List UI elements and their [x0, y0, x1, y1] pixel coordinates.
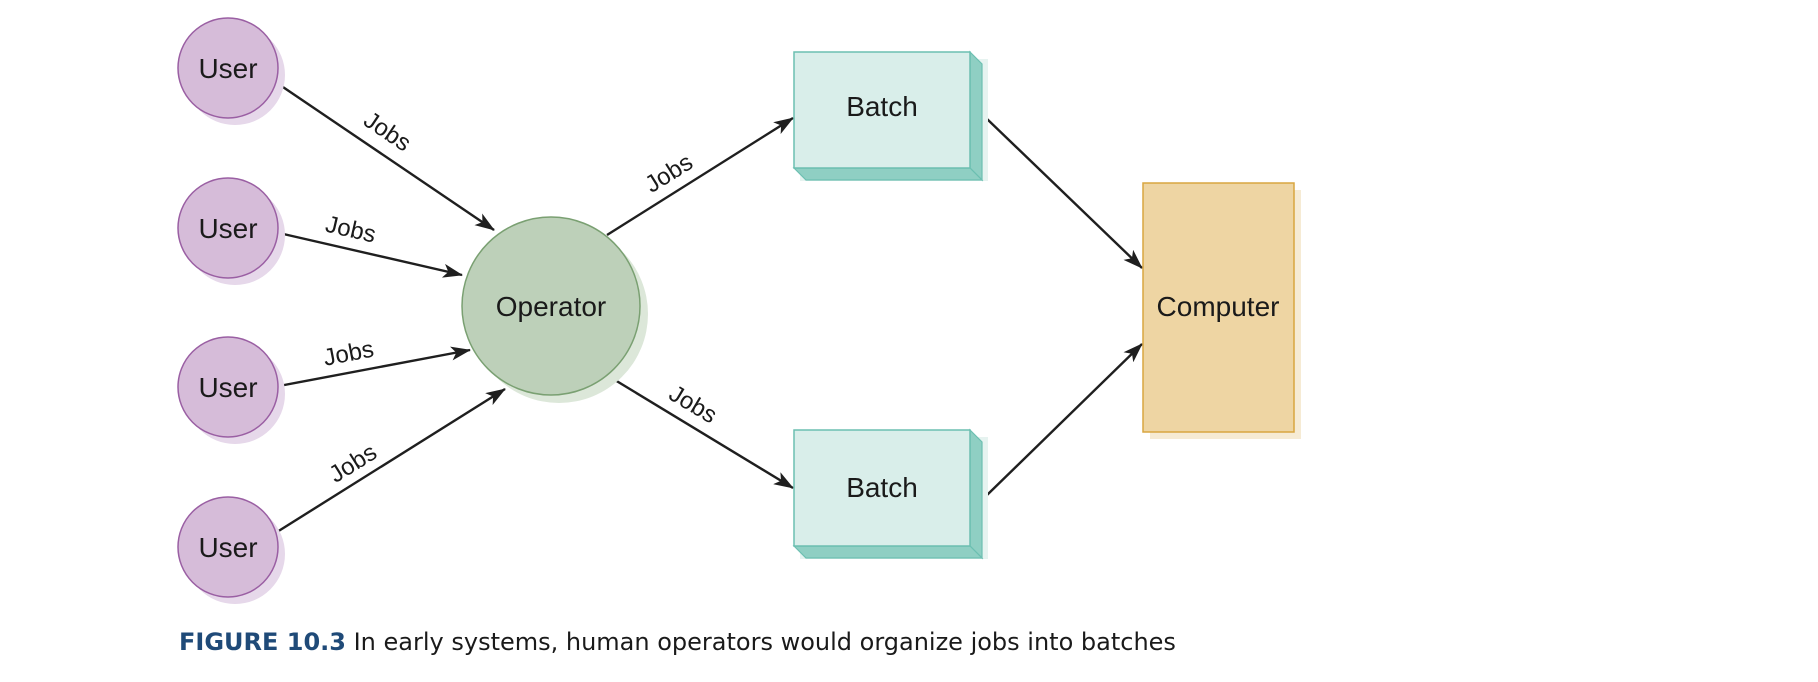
batch-node-2: Batch: [792, 428, 988, 560]
figure-caption: FIGURE 10.3 In early systems, human oper…: [179, 628, 1176, 656]
user-node-3: User: [177, 336, 285, 444]
edge-label-user4: Jobs: [324, 439, 381, 489]
edge-operator-batch2: [609, 375, 794, 490]
edge-operator-batch1: [606, 116, 794, 237]
edge-batch2-computer: [985, 343, 1143, 497]
user-node-label: User: [198, 532, 257, 563]
edge-user1-operator: [276, 82, 495, 231]
edge-user3-operator: [278, 346, 471, 388]
user-node-2: User: [177, 177, 285, 285]
edge-label-operator-batch2: Jobs: [664, 380, 721, 429]
operator-node: Operator: [461, 216, 648, 403]
user-node-1: User: [177, 17, 285, 125]
edge-label-user3: Jobs: [321, 336, 376, 372]
figure-caption-text: In early systems, human operators would …: [345, 628, 1176, 656]
user-node-label: User: [198, 213, 257, 244]
edge-user4-operator: [276, 387, 506, 534]
computer-node: Computer: [1142, 182, 1301, 439]
batch-node-1: Batch: [792, 50, 988, 182]
batch-node-label: Batch: [846, 91, 918, 122]
user-node-4: User: [177, 496, 285, 604]
edge-label-user2: Jobs: [323, 211, 378, 249]
operator-node-label: Operator: [496, 291, 607, 322]
user-node-label: User: [198, 372, 257, 403]
edge-label-operator-batch1: Jobs: [640, 149, 697, 199]
batch-node-label: Batch: [846, 472, 918, 503]
user-node-label: User: [198, 53, 257, 84]
computer-node-label: Computer: [1157, 291, 1280, 322]
edge-user2-operator: [278, 231, 463, 278]
edge-label-user1: Jobs: [359, 106, 416, 157]
edge-batch1-computer: [985, 117, 1143, 269]
figure-number: FIGURE 10.3: [179, 628, 346, 656]
